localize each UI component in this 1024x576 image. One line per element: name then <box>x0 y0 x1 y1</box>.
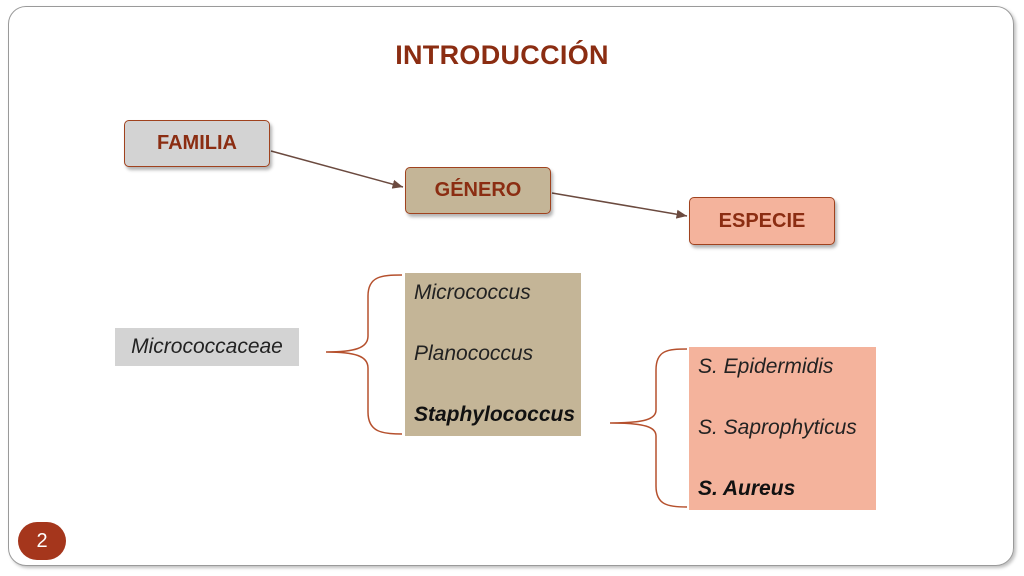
family-name-label: Micrococcaceae <box>115 328 299 366</box>
level-especie-box: ESPECIE <box>689 197 835 245</box>
slide-frame <box>8 6 1014 566</box>
level-genero-box: GÉNERO <box>405 167 551 214</box>
genus-item: Staphylococcus <box>414 403 576 426</box>
brace-species <box>609 348 688 508</box>
genera-list: Micrococcus Planococcus Staphylococcus <box>405 273 581 436</box>
species-item: S. Epidermidis <box>698 355 834 378</box>
brace-genera <box>325 274 403 435</box>
page-number-badge: 2 <box>18 522 66 560</box>
species-list: S. Epidermidis S. Saprophyticus S. Aureu… <box>689 347 876 510</box>
species-item: S. Aureus <box>698 477 796 500</box>
genus-item: Micrococcus <box>414 281 531 304</box>
level-familia-box: FAMILIA <box>124 120 270 167</box>
arrow-genero-especie <box>551 192 688 219</box>
species-item: S. Saprophyticus <box>698 416 857 439</box>
genus-item: Planococcus <box>414 342 534 365</box>
arrow-familia-genero <box>270 150 404 189</box>
slide-title: INTRODUCCIÓN <box>395 40 609 70</box>
